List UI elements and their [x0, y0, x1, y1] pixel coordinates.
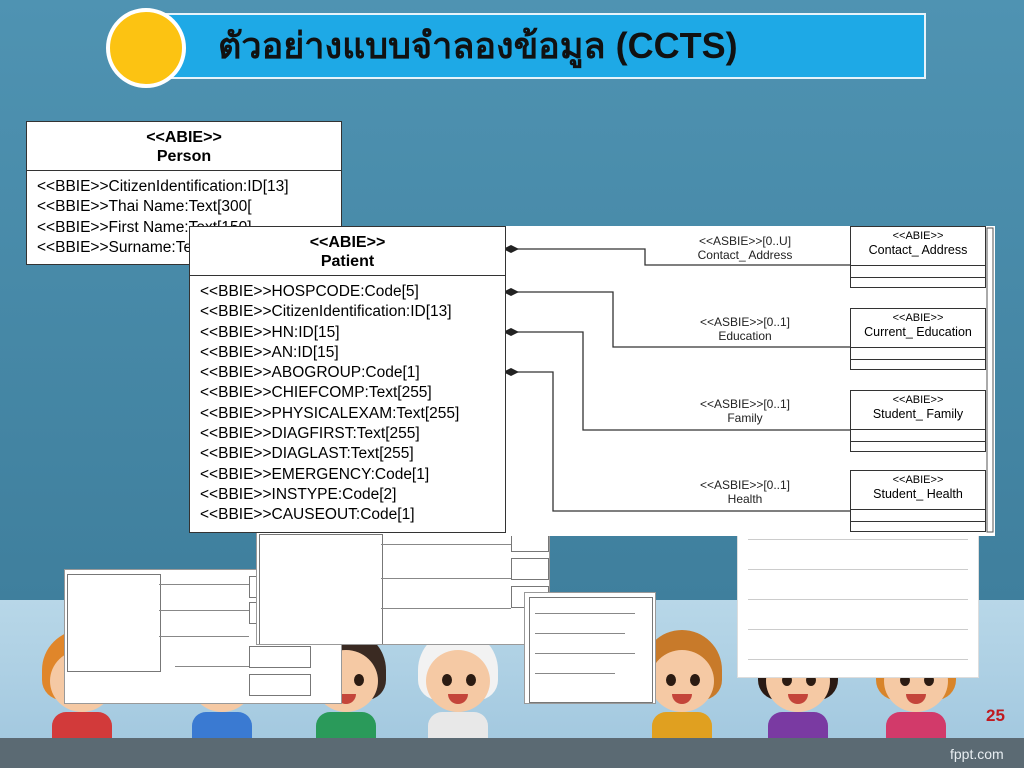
- patient-attribute: <<BBIE>>INSTYPE:Code[2]: [200, 485, 397, 503]
- patient-attribute: <<BBIE>>EMERGENCY:Code[1]: [200, 465, 430, 483]
- association-line-education: [505, 291, 850, 348]
- footer-brand: fppt.com: [950, 746, 1004, 762]
- patient-attribute: <<BBIE>>CitizenIdentification:ID[13]: [200, 303, 452, 321]
- abie-box-student-family: <<ABIE>> Student_ Family: [850, 390, 986, 452]
- patient-attribute: <<BBIE>>CHIEFCOMP:Text[255]: [200, 384, 432, 402]
- page-number: 25: [986, 706, 1005, 725]
- patient-attribute: <<BBIE>>PHYSICALEXAM:Text[255]: [200, 404, 460, 422]
- thumbnail-table: [737, 518, 979, 678]
- person-attributes: <<BBIE>>CitizenIdentification:ID[13] <<B…: [27, 171, 341, 264]
- patient-stereotype: <<ABIE>>: [309, 234, 386, 251]
- patient-attribute: <<BBIE>>DIAGFIRST:Text[255]: [200, 425, 420, 443]
- slide-title: ตัวอย่างแบบจำลองข้อมูล (CCTS): [218, 25, 738, 66]
- association-line-family: [505, 331, 850, 431]
- patient-abie-header: <<ABIE>> Patient: [190, 227, 505, 276]
- association-label-health: <<ASBIE>>[0..1]Health: [699, 478, 791, 506]
- slide-footer-bar: [0, 738, 1024, 768]
- association-line-health: [505, 371, 850, 512]
- thumbnail-diagram: [524, 592, 656, 704]
- aggregation-diamond: [505, 328, 519, 336]
- patient-attribute: <<BBIE>>DIAGLAST:Text[255]: [200, 445, 414, 463]
- patient-name: Patient: [320, 253, 375, 270]
- patient-attribute: <<BBIE>>HOSPCODE:Code[5]: [200, 283, 419, 300]
- association-line-contact-address: [505, 248, 850, 266]
- patient-attribute: <<BBIE>>ABOGROUP:Code[1]: [200, 364, 420, 382]
- patient-attribute: <<BBIE>>AN:ID[15]: [200, 343, 339, 361]
- cartoon-child-decoration: [412, 630, 504, 740]
- person-name: Person: [156, 148, 212, 165]
- patient-attribute: <<BBIE>>CAUSEOUT:Code[1]: [200, 506, 415, 524]
- patient-attributes: <<BBIE>>HOSPCODE:Code[5] <<BBIE>>Citizen…: [190, 276, 505, 532]
- person-attribute: <<BBIE>>Thai Name:Text[300[: [37, 198, 252, 216]
- title-circle-decoration: [106, 8, 186, 88]
- title-bar: ตัวอย่างแบบจำลองข้อมูล (CCTS): [148, 13, 926, 79]
- aggregation-diamond: [505, 368, 519, 376]
- person-attribute: <<BBIE>>CitizenIdentification:ID[13]: [37, 178, 289, 195]
- association-label-education: <<ASBIE>>[0..1]Education: [699, 315, 791, 343]
- abie-box-current-education: <<ABIE>> Current_ Education: [850, 308, 986, 370]
- person-stereotype: <<ABIE>>: [146, 129, 222, 146]
- person-attribute: <<BBIE>>Surname:Text[150]: [37, 238, 239, 256]
- thumbnail-diagram: [256, 527, 550, 645]
- person-abie-header: <<ABIE>> Person: [27, 122, 341, 171]
- abie-box-student-health: <<ABIE>> Student_ Health: [850, 470, 986, 532]
- patient-abie-box: <<ABIE>> Patient <<BBIE>>HOSPCODE:Code[5…: [189, 226, 506, 533]
- aggregation-diamond: [505, 245, 519, 253]
- association-lines: [505, 227, 994, 533]
- associations-panel: <<ASBIE>>[0..U]Contact_ Address <<ASBIE>…: [505, 226, 995, 536]
- abie-box-contact-address: <<ABIE>> Contact_ Address: [850, 226, 986, 288]
- patient-attribute: <<BBIE>>HN:ID[15]: [200, 323, 340, 341]
- association-label-contact-address: <<ASBIE>>[0..U]Contact_ Address: [697, 234, 793, 262]
- aggregation-diamond: [505, 288, 519, 296]
- association-label-family: <<ASBIE>>[0..1]Family: [699, 397, 791, 425]
